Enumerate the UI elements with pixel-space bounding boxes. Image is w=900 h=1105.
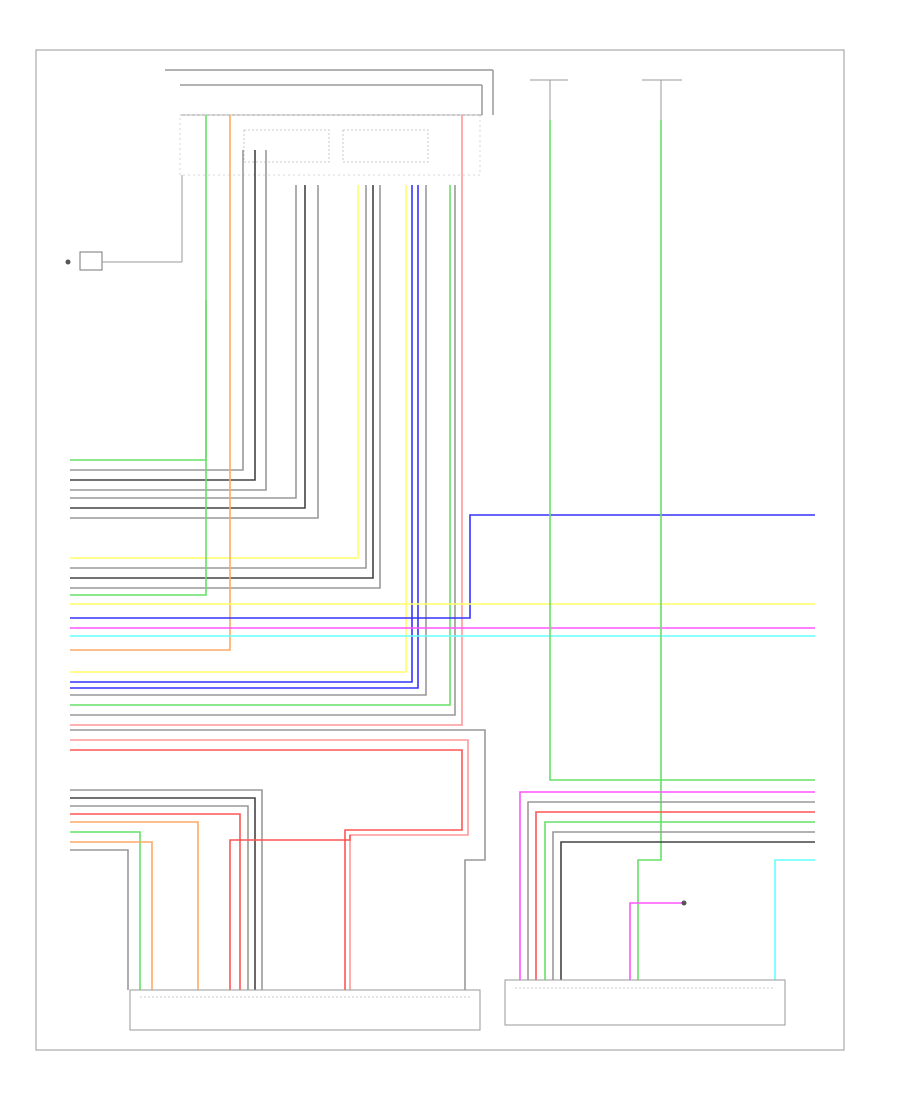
wire-gray-b — [70, 150, 267, 491]
wire-black-d — [70, 797, 256, 990]
wire-pink-a — [70, 115, 463, 726]
wire-red-b — [70, 813, 241, 990]
wire-green-right-a — [549, 120, 815, 781]
wire-gray-f — [70, 185, 381, 589]
wire-gray-j — [70, 789, 263, 990]
small-ground-component — [681, 900, 687, 906]
wire-orange-b — [70, 821, 199, 990]
wire-gray-c — [70, 185, 297, 499]
wire-gray-e — [70, 185, 367, 569]
wire-cyan-b — [774, 859, 815, 980]
wire-red-c — [229, 835, 351, 990]
wire-black-b — [70, 185, 306, 509]
right-top-connector-a — [530, 79, 568, 120]
diagram-border — [35, 49, 845, 1051]
wire-gray-a — [70, 150, 244, 471]
right-top-connector-b — [642, 79, 682, 120]
wire-gray-l — [70, 849, 129, 990]
wire-black-c — [70, 185, 374, 579]
bottom-left-unit — [129, 989, 481, 1031]
wire-green-e — [544, 821, 815, 980]
wire-magenta-b — [519, 791, 815, 980]
right-sub-component — [342, 129, 429, 163]
left-sub-component — [243, 129, 330, 163]
top-header-component — [165, 69, 494, 176]
wire-blue-long — [70, 514, 815, 619]
wire-black-e — [560, 841, 815, 980]
wire-green-a — [70, 115, 207, 461]
wire-green-d — [70, 831, 141, 990]
wire-yellow-a — [70, 185, 359, 559]
wire-gray-d — [70, 185, 319, 519]
wire-gray-m — [527, 801, 815, 980]
wire-green-c — [70, 185, 451, 706]
wire-orange-c — [70, 841, 153, 990]
wire-blue-a — [70, 185, 413, 683]
wire-black-a — [70, 150, 256, 481]
wire-pink-b — [70, 739, 469, 990]
front-sensor-component — [65, 175, 183, 271]
wire-red-d — [535, 811, 815, 980]
wire-red-a — [70, 749, 463, 990]
wire-green-right-b — [637, 120, 662, 980]
wire-gray-i — [70, 729, 486, 990]
wire-gray-h — [70, 185, 456, 716]
wire-magenta-c — [629, 902, 684, 980]
wire-gray-g — [70, 185, 427, 696]
wires-group — [70, 115, 815, 990]
wire-green-b — [70, 300, 207, 596]
wire-gray-n — [552, 831, 815, 980]
wire-blue-b — [70, 185, 419, 689]
wire-gray-k — [70, 805, 249, 990]
bottom-right-unit — [504, 979, 786, 1026]
wire-orange-a — [70, 115, 231, 651]
wire-yellow-b — [70, 185, 407, 673]
